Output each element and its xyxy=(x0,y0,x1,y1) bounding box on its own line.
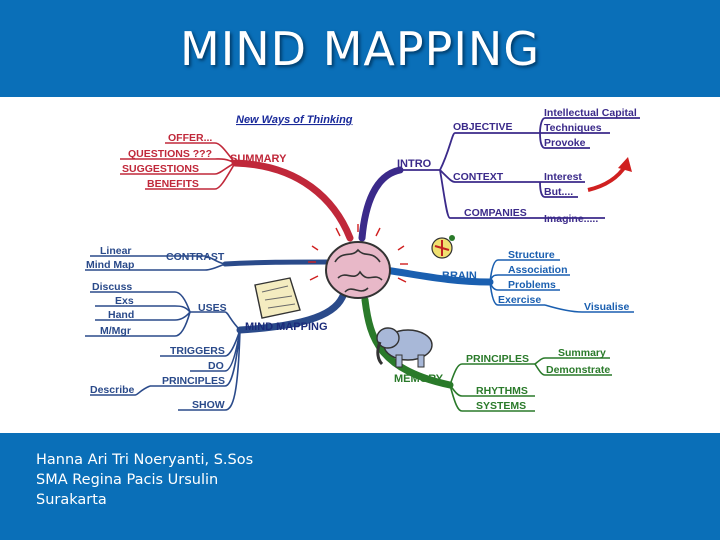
diagram-heading: New Ways of Thinking xyxy=(236,114,353,126)
objective-item: Intellectual Capital xyxy=(544,107,637,119)
uses-item: Exs xyxy=(115,295,134,307)
mind-map-diagram: New Ways of Thinking xyxy=(85,107,640,412)
memory-label: MEMORY xyxy=(394,373,444,385)
map-icon xyxy=(254,277,301,319)
brain-icon xyxy=(308,224,408,299)
credit-line: SMA Regina Pacis Ursulin xyxy=(36,472,219,488)
memory-item: SYSTEMS xyxy=(476,400,526,412)
credits: Hanna Ari Tri Noeryanti, S.Sos SMA Regin… xyxy=(36,450,253,510)
branch-summary xyxy=(231,159,354,242)
footer-band xyxy=(0,433,720,540)
juggler-icon xyxy=(431,235,455,259)
memory-item: PRINCIPLES xyxy=(466,353,529,365)
uses-item: Hand xyxy=(108,309,134,321)
context-item: Interest xyxy=(544,171,582,183)
arrow-icon xyxy=(587,163,628,192)
credit-line: Surakarta xyxy=(36,492,107,508)
triggers-item: TRIGGERS xyxy=(170,345,225,357)
branch-brain xyxy=(381,266,494,286)
uses-label: USES xyxy=(198,302,227,314)
triggers-item: DO xyxy=(208,360,224,372)
summary-item: BENEFITS xyxy=(147,178,199,190)
contrast-label: CONTRAST xyxy=(166,251,225,263)
intro-label: INTRO xyxy=(397,158,432,170)
brain-item: Structure xyxy=(508,249,555,261)
branch-memory xyxy=(361,296,454,389)
brain-item: Exercise xyxy=(498,294,541,306)
objective-item: Techniques xyxy=(544,122,602,134)
principles-item: Demonstrate xyxy=(546,364,610,376)
triggers-extra: Describe xyxy=(90,384,135,396)
principles-item: Summary xyxy=(558,347,606,359)
summary-label: SUMMARY xyxy=(230,153,287,165)
triggers-item: SHOW xyxy=(192,399,225,411)
branch-intro xyxy=(358,166,404,242)
companies-item: Imagine..... xyxy=(544,213,598,225)
companies-label: COMPANIES xyxy=(464,207,527,219)
summary-item: SUGGESTIONS xyxy=(122,163,199,175)
branch-contrast xyxy=(222,259,333,267)
contrast-item: Linear xyxy=(100,245,132,257)
context-label: CONTEXT xyxy=(453,171,504,183)
title-band xyxy=(0,0,720,97)
uses-item: M/Mgr xyxy=(100,325,131,337)
objective-item: Provoke xyxy=(544,137,586,149)
credit-line: Hanna Ari Tri Noeryanti, S.Sos xyxy=(36,452,254,468)
brain-extra: Visualise xyxy=(584,301,629,313)
memory-item: RHYTHMS xyxy=(476,385,528,397)
slide-title: MIND MAPPING xyxy=(180,22,540,76)
brain-item: Problems xyxy=(508,279,556,291)
uses-item: Discuss xyxy=(92,281,132,293)
triggers-item: PRINCIPLES xyxy=(162,375,225,387)
objective-label: OBJECTIVE xyxy=(453,121,513,133)
elephant-icon xyxy=(376,327,433,368)
brain-item: Association xyxy=(508,264,568,276)
branch-uses xyxy=(236,286,349,334)
contrast-item: Mind Map xyxy=(86,259,134,271)
summary-item: OFFER... xyxy=(168,132,212,144)
brain-label: BRAIN xyxy=(442,270,477,282)
summary-item: QUESTIONS ??? xyxy=(128,148,212,160)
center-label: MIND MAPPING xyxy=(245,321,328,333)
context-item: But.... xyxy=(544,186,573,198)
